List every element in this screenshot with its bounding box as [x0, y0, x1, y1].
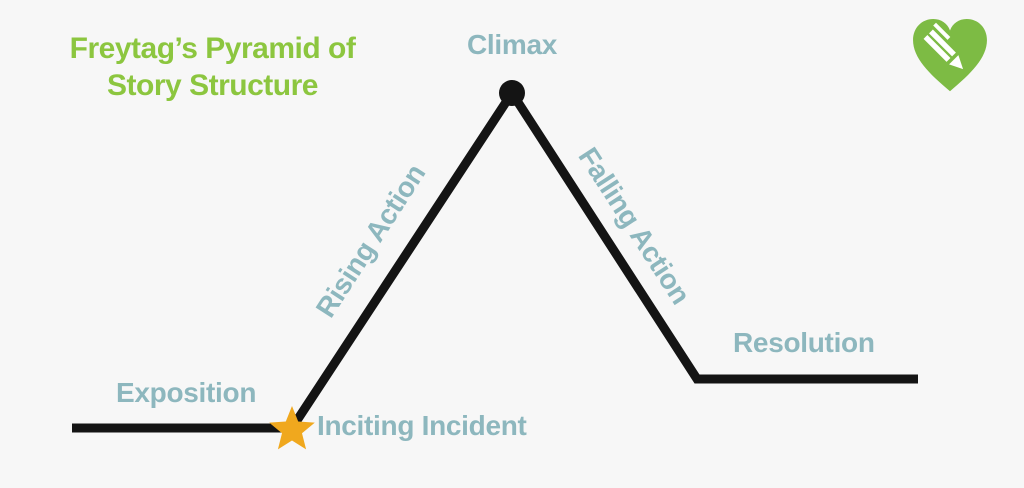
diagram-title-line2: Story Structure	[107, 69, 318, 102]
diagram-title-line1: Freytag’s Pyramid of	[69, 32, 356, 65]
diagram-title: Freytag’s Pyramid of Story Structure	[40, 30, 385, 104]
exposition-label: Exposition	[116, 377, 257, 408]
heart-icon	[913, 19, 987, 92]
climax-label: Climax	[466, 29, 558, 60]
pencil-body-bottom	[923, 35, 951, 62]
pencil-icon	[923, 22, 964, 70]
inciting-incident-label: Inciting Incident	[317, 410, 527, 441]
climax-dot-icon	[499, 80, 525, 106]
pencil-edge-stripe	[933, 22, 951, 40]
rising-falling-resolution-line	[288, 84, 918, 431]
resolution-label: Resolution	[733, 327, 875, 358]
pencil-body-top	[929, 29, 956, 57]
heart-pencil-logo	[913, 19, 987, 92]
inciting-incident-star-icon	[269, 406, 315, 450]
